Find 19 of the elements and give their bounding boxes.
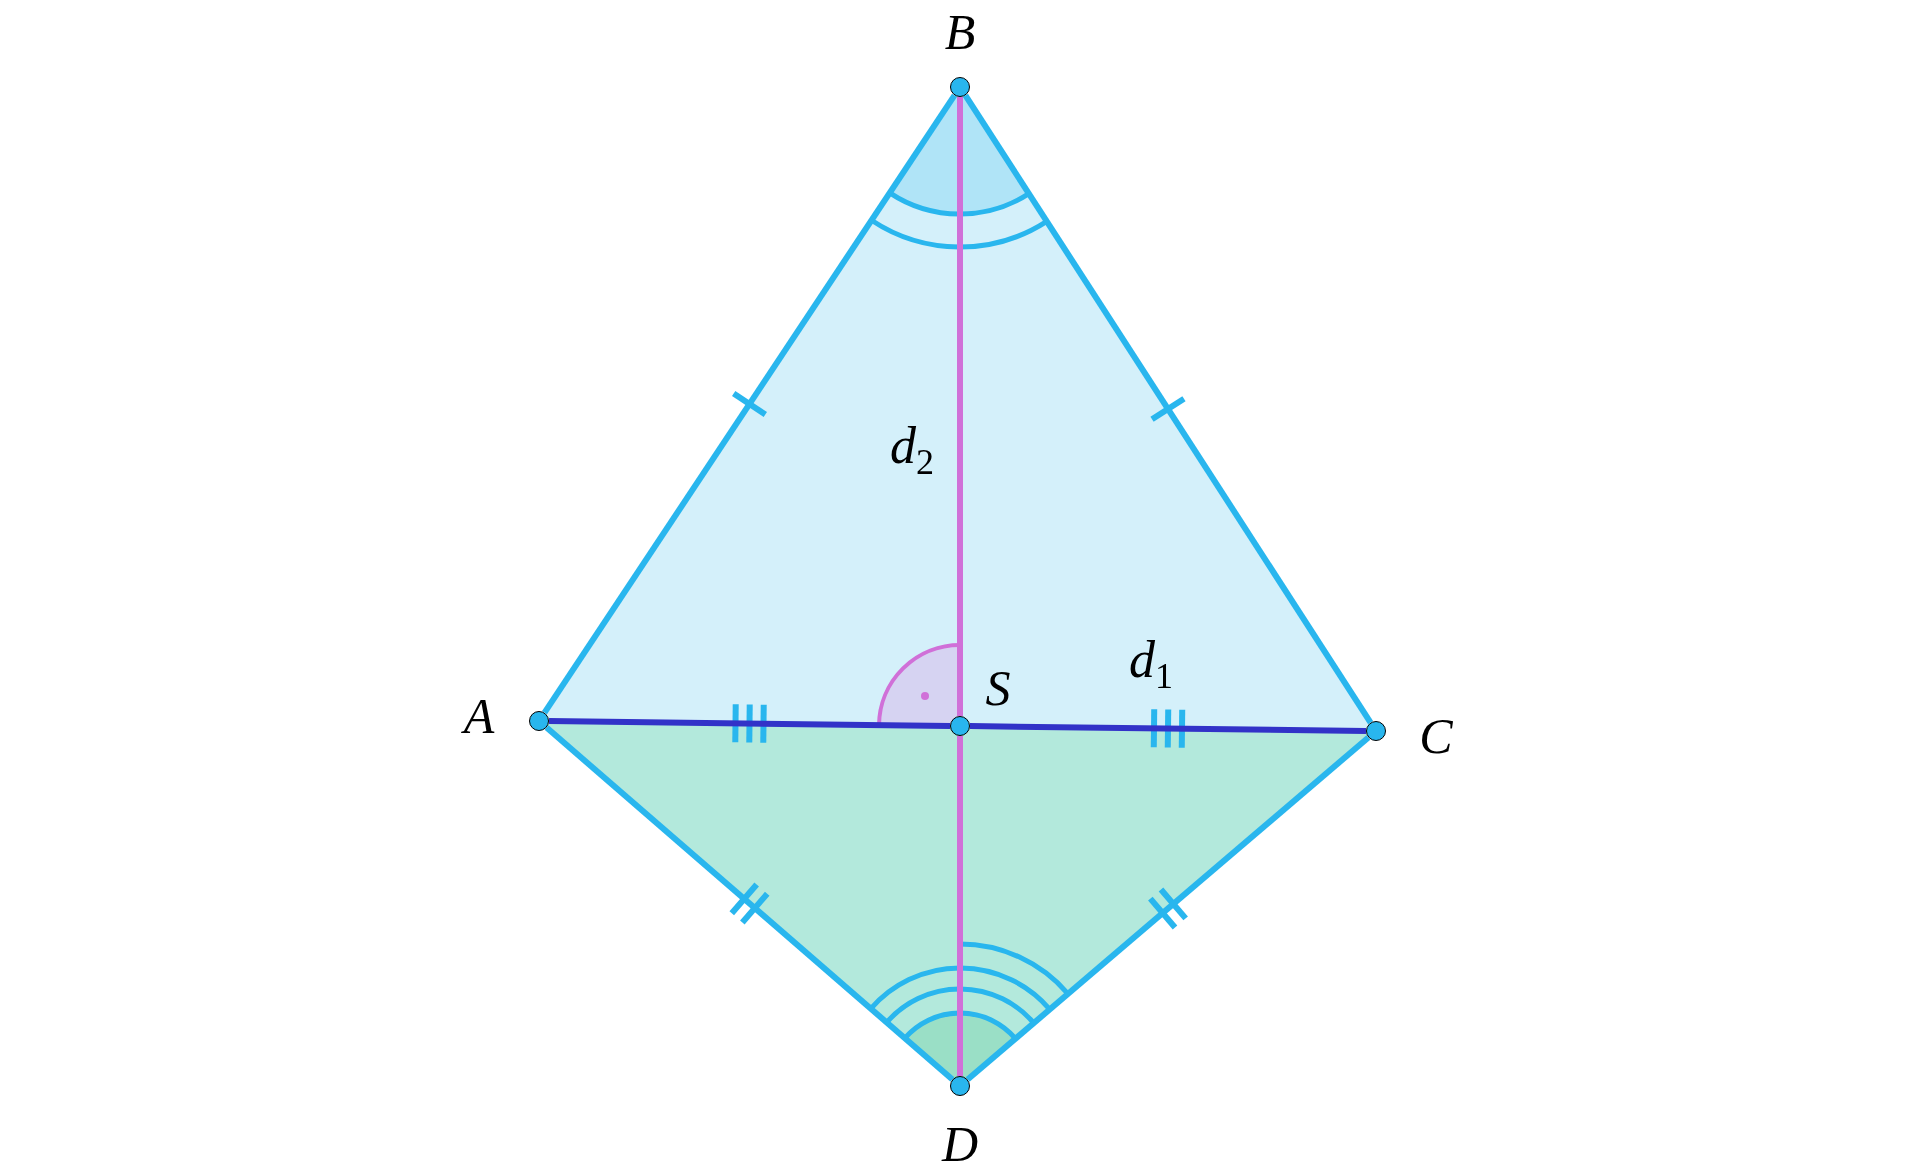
line-segment [969, 723, 1367, 734]
point-marker [529, 711, 549, 731]
point-marker [950, 1076, 970, 1096]
line-segment [544, 725, 955, 1082]
point-label: A [463, 691, 495, 741]
line-segment [957, 736, 963, 1076]
line-segment [957, 97, 963, 716]
line-segment [542, 93, 957, 715]
line-segment [965, 735, 1371, 1082]
diagonal-label: d$_{2}$ [890, 419, 934, 481]
point-label: C [1419, 711, 1453, 761]
line-segment [962, 93, 1374, 725]
point-marker [1366, 721, 1386, 741]
point-marker [950, 77, 970, 97]
point-label: D [941, 1119, 979, 1169]
line-segment [548, 718, 951, 729]
point-label: S [985, 663, 1011, 713]
point-label: B [944, 7, 976, 57]
diagonal-label: d$_{1}$ [1129, 633, 1173, 695]
